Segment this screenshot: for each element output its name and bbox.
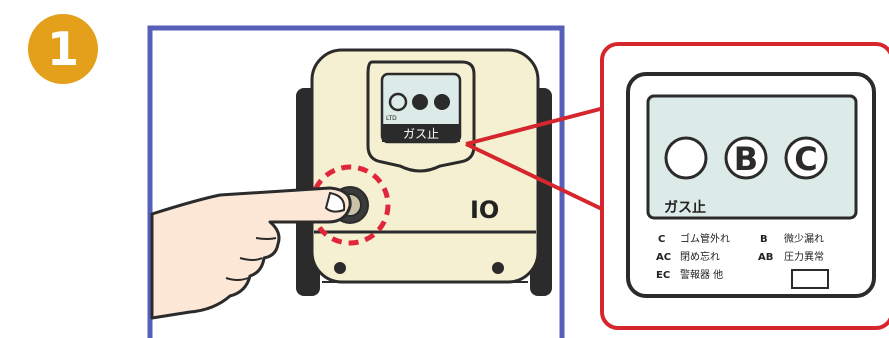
screw-left xyxy=(334,262,346,274)
zoom-lamp-1 xyxy=(664,136,708,180)
zoom-lamp-c xyxy=(784,136,828,180)
zoom-small-window xyxy=(791,269,829,289)
finger-crease-3 xyxy=(225,277,249,281)
zoom-lamp-b xyxy=(724,136,768,180)
small-display-label: ガス止 xyxy=(403,127,439,141)
legend-code-ec: EC xyxy=(656,270,670,281)
legend-code-ac: AC xyxy=(656,252,671,263)
legend-text-ec: 警報器 他 xyxy=(680,268,723,281)
small-display-label-bg xyxy=(382,124,460,142)
zoom-lamp-b-label: B xyxy=(734,140,758,178)
legend-text-ab: 圧力異常 xyxy=(784,250,824,263)
scene-frame xyxy=(147,25,565,338)
small-lamp-1 xyxy=(388,92,408,112)
hand-pressing-button xyxy=(150,186,352,320)
step-number: 1 xyxy=(46,22,79,76)
finger-crease-1 xyxy=(255,237,277,240)
screw-right xyxy=(492,262,504,274)
fingernail xyxy=(324,191,346,213)
small-tiny-label: LTD xyxy=(386,115,397,122)
legend-code-b: B xyxy=(760,234,768,245)
legend-code-ab: AB xyxy=(758,252,773,263)
callout-line-bottom xyxy=(465,142,605,212)
legend-code-c: C xyxy=(658,234,665,245)
legend-text-ac: 閉め忘れ xyxy=(680,250,720,263)
finger-crease-2 xyxy=(239,257,263,261)
zoom-lamp-c-label: C xyxy=(794,140,817,178)
small-lamp-2 xyxy=(412,94,428,110)
small-lamp-3 xyxy=(434,94,450,110)
legend-text-c: ゴム管外れ xyxy=(680,232,730,245)
zoom-display-label: ガス止 xyxy=(664,199,706,216)
legend-text-b: 微少漏れ xyxy=(784,232,824,245)
step-number-badge: 1 xyxy=(28,14,98,84)
callout-line-top xyxy=(465,106,605,146)
meter-side-mark: IO xyxy=(470,196,499,224)
